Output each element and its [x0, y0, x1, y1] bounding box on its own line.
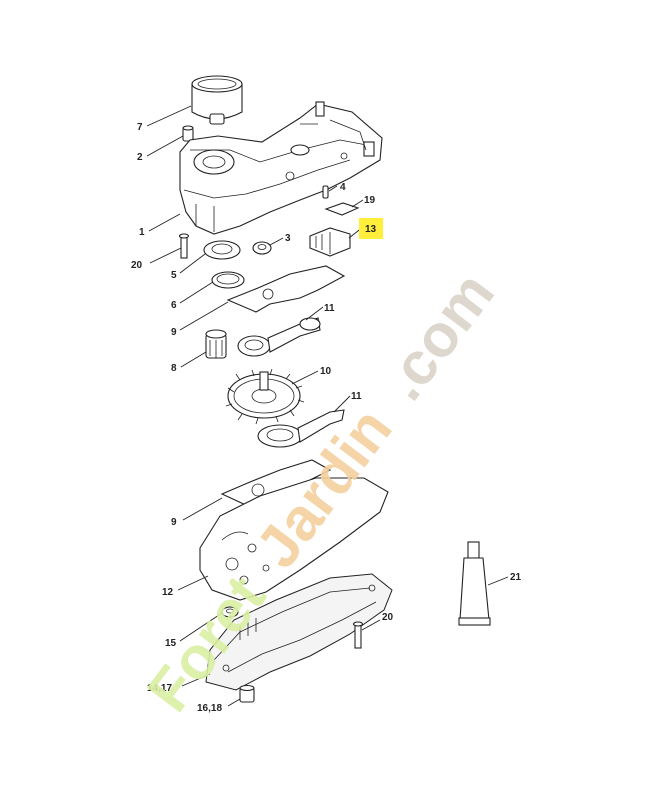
part-13-bracket — [309, 227, 351, 257]
part-11-con-rod-top — [237, 317, 321, 357]
part-4-pin — [322, 185, 329, 199]
callout-6[interactable]: 6 — [171, 300, 177, 311]
part-20-screw-bottom — [352, 621, 364, 649]
callout-20-bottom[interactable]: 20 — [382, 612, 394, 623]
part-9-washer-top — [226, 265, 346, 313]
part-15-sleeve — [221, 606, 239, 618]
callout-5[interactable]: 5 — [171, 270, 177, 281]
part-12-gasket — [199, 477, 389, 601]
watermark-text-com: .com — [369, 260, 507, 412]
highlight-box-13 — [359, 218, 383, 239]
callout-labels: 7 2 4 19 13 1 3 20 5 6 9 11 8 10 11 9 12… — [131, 122, 522, 714]
part-16-18-nut — [239, 684, 255, 703]
callout-11-top[interactable]: 11 — [324, 303, 335, 314]
part-5-bearing — [203, 240, 241, 260]
watermark: Foret Jardin .com — [134, 260, 506, 724]
callout-4[interactable]: 4 — [340, 182, 346, 193]
callout-15[interactable]: 15 — [165, 638, 177, 649]
callout-9-top[interactable]: 9 — [171, 327, 177, 338]
callout-7[interactable]: 7 — [137, 122, 143, 133]
callout-20-top[interactable]: 20 — [131, 260, 143, 271]
part-8-pinion — [205, 329, 227, 359]
callout-19[interactable]: 19 — [364, 195, 376, 206]
callout-11-bottom[interactable]: 11 — [351, 391, 362, 402]
callout-2[interactable]: 2 — [137, 152, 143, 163]
callout-12[interactable]: 12 — [162, 587, 174, 598]
part-6-circlip — [211, 271, 245, 289]
callout-1[interactable]: 1 — [139, 227, 145, 238]
part-14-17-base-plate — [205, 573, 393, 691]
part-11-con-rod-bottom — [257, 409, 345, 448]
part-19-pad — [324, 202, 360, 216]
part-21-grease-tube — [458, 541, 491, 626]
part-1-gear-housing — [179, 101, 383, 235]
part-20-screw-top — [178, 233, 190, 259]
part-3-needle-cage — [252, 241, 272, 255]
leader-lines — [146, 105, 509, 707]
callout-21[interactable]: 21 — [510, 572, 522, 583]
part-2-sleeve — [182, 125, 194, 142]
part-10-gear — [225, 368, 305, 425]
callout-9-bottom[interactable]: 9 — [171, 517, 177, 528]
callout-14-17[interactable]: 14,17 — [147, 683, 172, 694]
callout-8[interactable]: 8 — [171, 363, 177, 374]
callout-10[interactable]: 10 — [320, 366, 332, 377]
callout-16-18[interactable]: 16,18 — [197, 703, 222, 714]
callout-3[interactable]: 3 — [285, 233, 291, 244]
callout-13[interactable]: 13 — [365, 224, 377, 235]
part-7-cup — [191, 75, 243, 125]
